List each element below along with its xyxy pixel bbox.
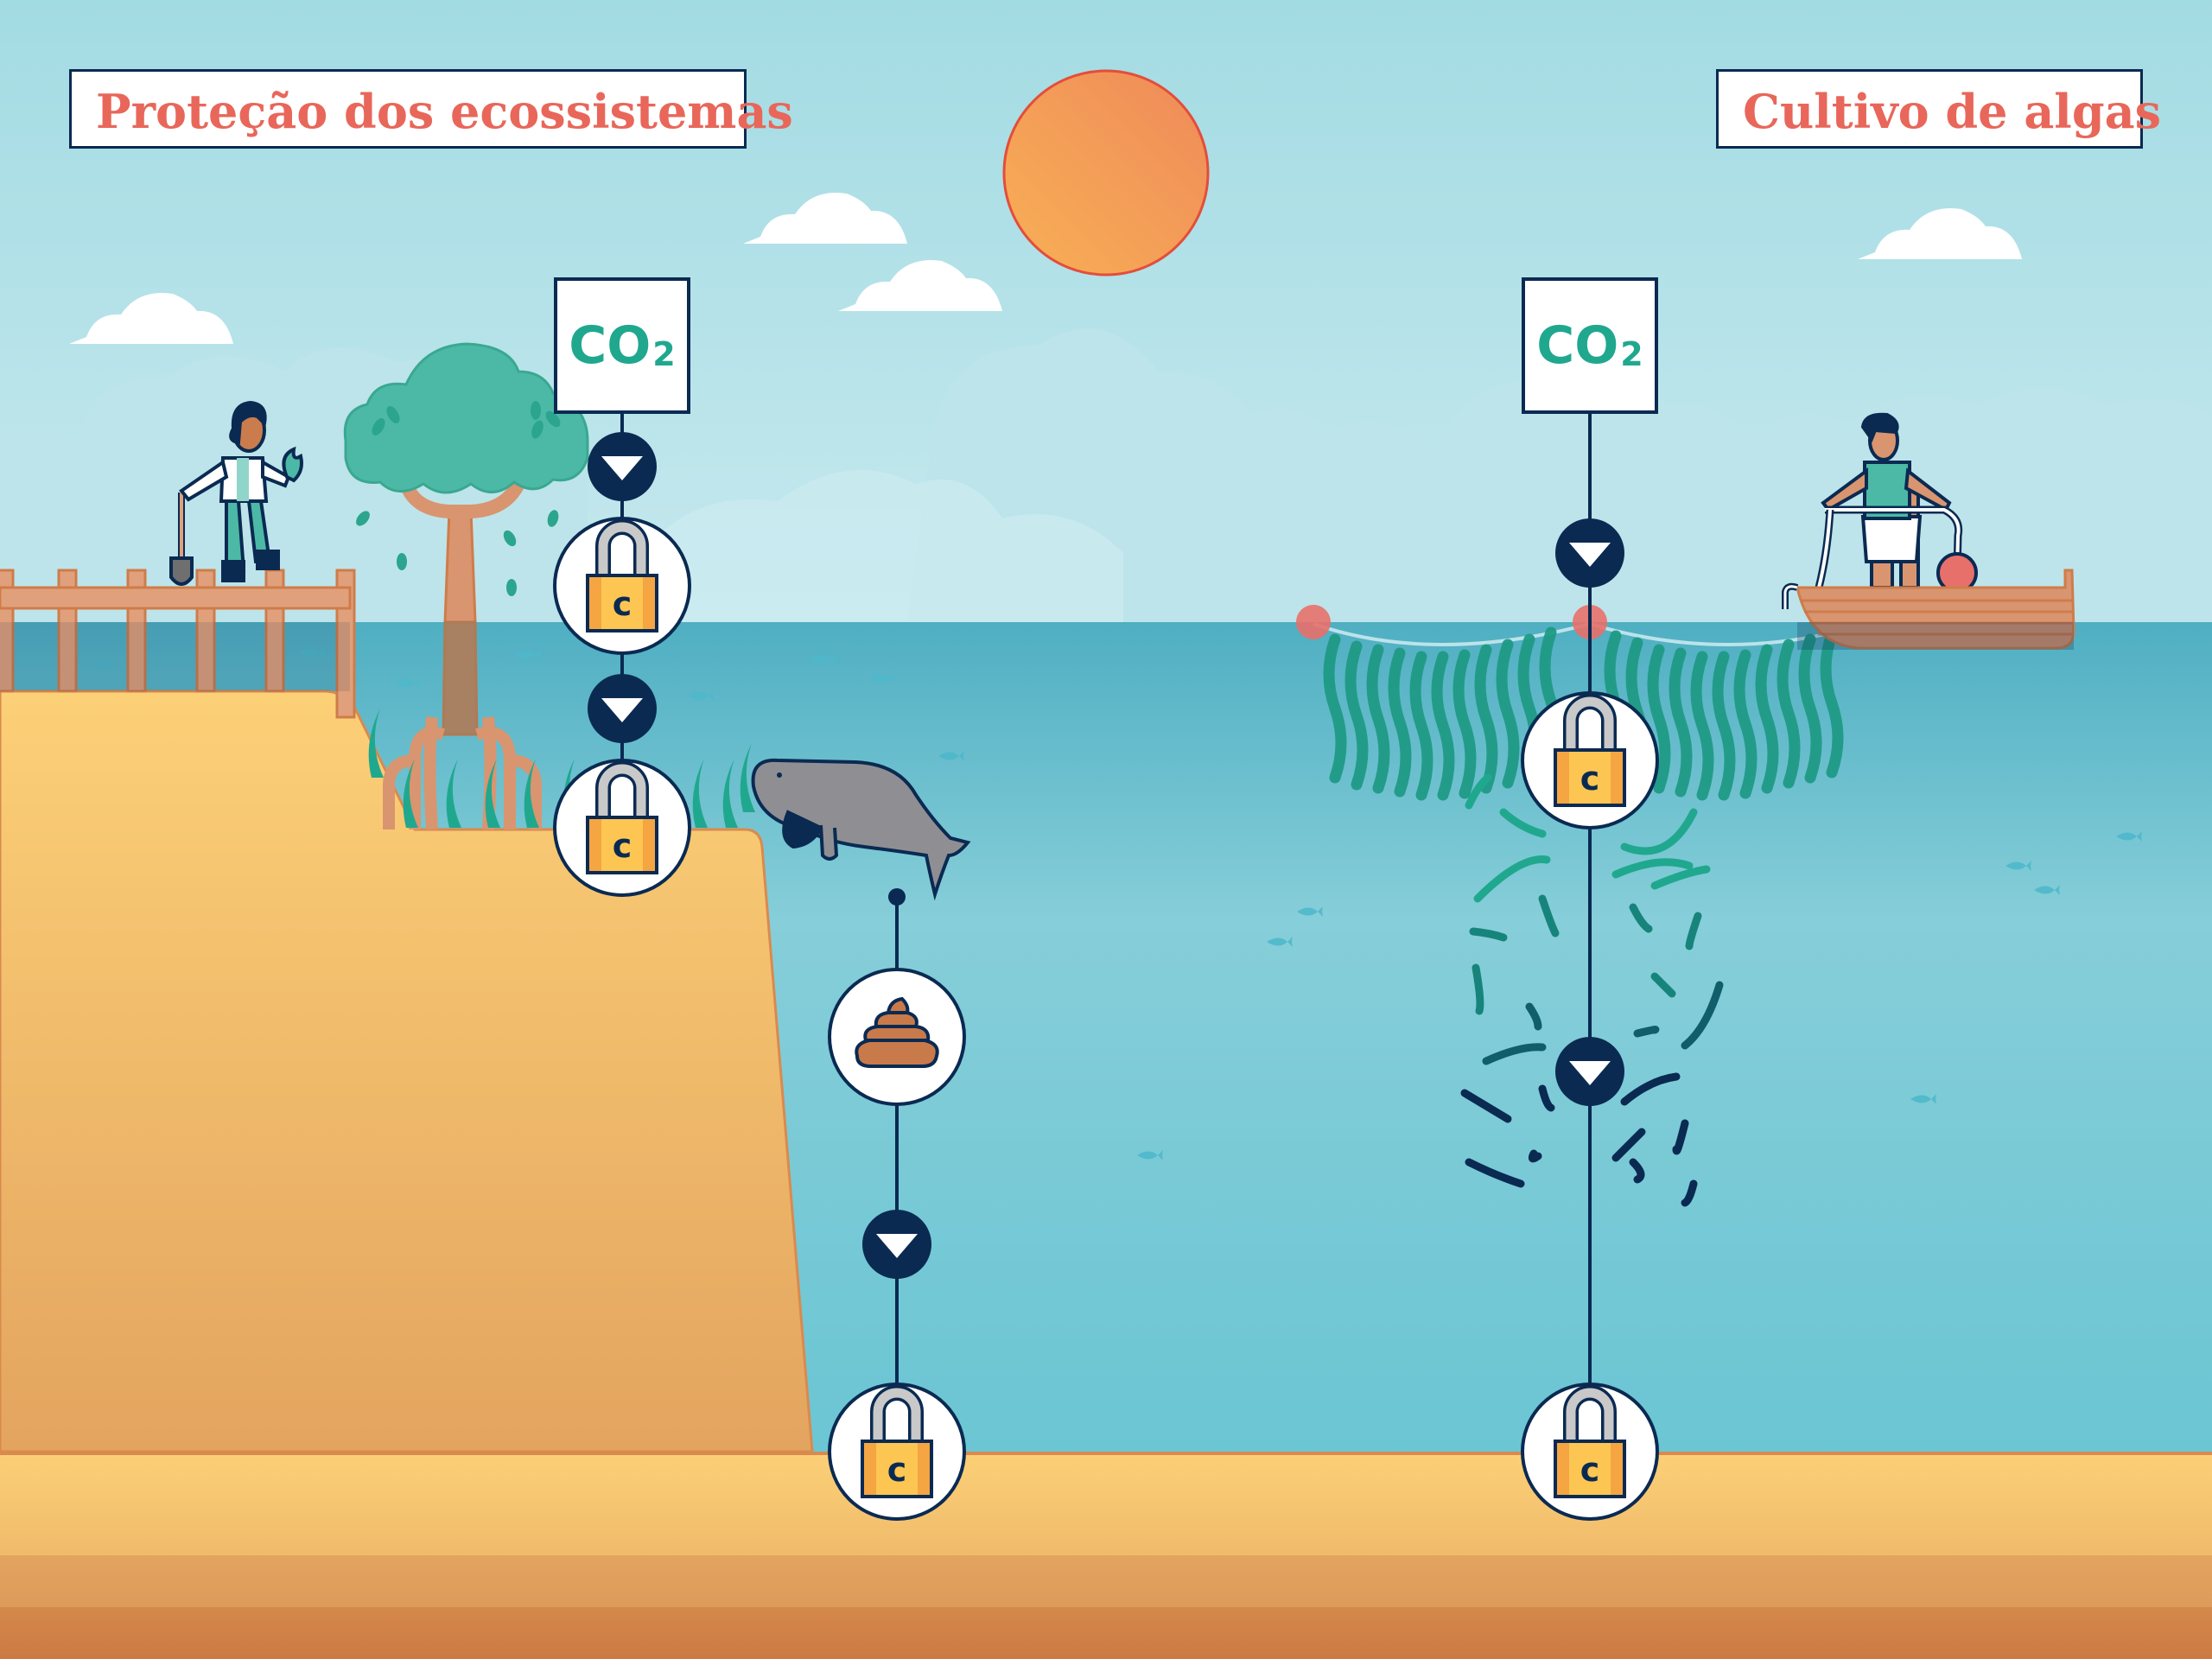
- co2-text: CO: [1536, 315, 1619, 376]
- co2-text: CO: [569, 315, 652, 376]
- poop-icon: [828, 968, 966, 1106]
- mangrove-tree: [343, 342, 589, 830]
- carbon-lock-icon: [1522, 693, 1657, 828]
- carbon-lock-icon: [555, 760, 690, 895]
- dock: [0, 569, 356, 719]
- seaweed-carbon-flow: [1522, 413, 1657, 1519]
- seaweed-fragments: [1460, 773, 1724, 1207]
- co2-subscript: 2: [1620, 335, 1643, 373]
- carbon-lock-icon: [830, 1384, 964, 1519]
- boat: [1782, 569, 2075, 650]
- down-arrow-icon: [588, 674, 657, 743]
- title-seaweed-farming: Cultivo de algas: [1716, 69, 2161, 149]
- co2-subscript: 2: [652, 335, 676, 373]
- boat-buoy: [1936, 552, 1978, 594]
- carbon-lock-icon: [555, 518, 690, 653]
- down-arrow-icon: [588, 432, 657, 501]
- down-arrow-icon: [1555, 518, 1624, 588]
- mangrove-carbon-flow: [555, 413, 690, 895]
- carbon-lock-icon: [1522, 1384, 1657, 1519]
- seafloor: [0, 1452, 2212, 1555]
- sun: [1002, 69, 1210, 276]
- down-arrow-icon: [1555, 1037, 1624, 1106]
- title-ecosystem-protection: Proteção dos ecossistemas: [69, 69, 793, 149]
- dugong-carbon-flow: [828, 888, 966, 1519]
- foreground-clouds: [605, 470, 1123, 622]
- buoy: [1296, 605, 1331, 639]
- scientist: [169, 400, 303, 586]
- down-arrow-icon: [862, 1210, 931, 1279]
- dugong: [751, 758, 971, 901]
